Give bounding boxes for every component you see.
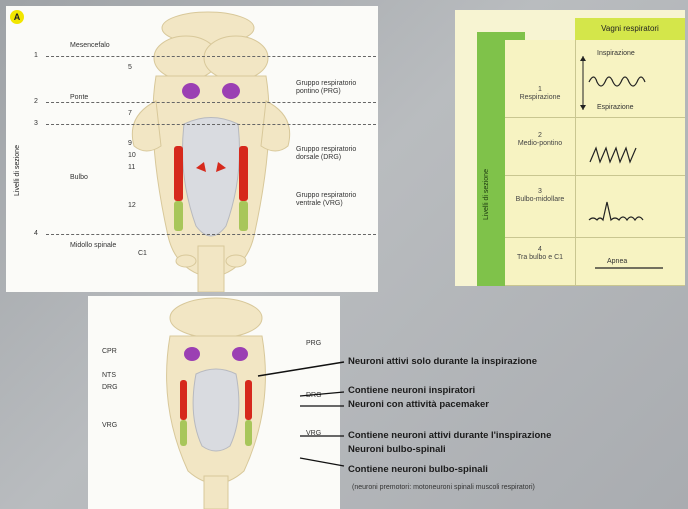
section-mark-4: 4 [34,230,38,238]
annotation: Contiene neuroni inspiratori [348,385,475,396]
left-label: DRG [102,384,118,392]
section-mark-1: 1 [34,52,38,60]
prg-label: Gruppo respiratorio pontino (PRG) [296,80,372,96]
section-mark-3: 3 [34,120,38,128]
nerve-label: C1 [138,250,147,258]
right-label: VRG [306,430,321,438]
region-label: Midollo spinale [70,242,116,250]
nerve-label: 12 [128,202,136,210]
right-label: DRG [306,392,322,400]
nerve-label: 11 [128,164,135,172]
breathing-traces [455,10,685,286]
annotation: Contiene neuroni attivi durante l'inspir… [348,430,551,441]
brainstem-panel-c: CPR NTS DRG VRG PRG DRG VRG [88,296,340,509]
left-label: NTS [102,372,116,380]
region-label: Mesencefalo [70,42,110,50]
annotation: Neuroni attivi solo durante la inspirazi… [348,356,537,367]
annotation: Neuroni con attività pacemaker [348,399,489,410]
nerve-label: 10 [128,152,136,160]
annotation: Contiene neuroni bulbo-spinali [348,464,488,475]
section-line-3 [46,124,376,125]
left-label: VRG [102,422,117,430]
drg-label: Gruppo respiratorio dorsale (DRG) [296,146,372,162]
nerve-label: 7 [128,110,132,118]
left-label: CPR [102,348,117,356]
section-mark-2: 2 [34,98,38,106]
nerve-label: 9 [128,140,132,148]
respiratory-table: Livelli di sezione Vagni respiratori Res… [455,10,685,286]
brainstem-panel-a: A Livelli di sezione 1 2 3 4 Mesencefalo [6,6,378,292]
annotation: Neuroni bulbo-spinali [348,444,446,455]
annotation-note: (neuroni premotori: motoneuroni spinali … [352,482,535,493]
brainstem-ventral-drawing [88,296,340,509]
nerve-label: 5 [128,64,132,72]
region-label: Bulbo [70,174,88,182]
section-line-1 [46,56,376,57]
region-label: Ponte [70,94,88,102]
vrg-label: Gruppo respiratorio ventrale (VRG) [296,192,372,208]
right-label: PRG [306,340,321,348]
section-line-2 [46,102,376,103]
section-line-4 [46,234,376,235]
